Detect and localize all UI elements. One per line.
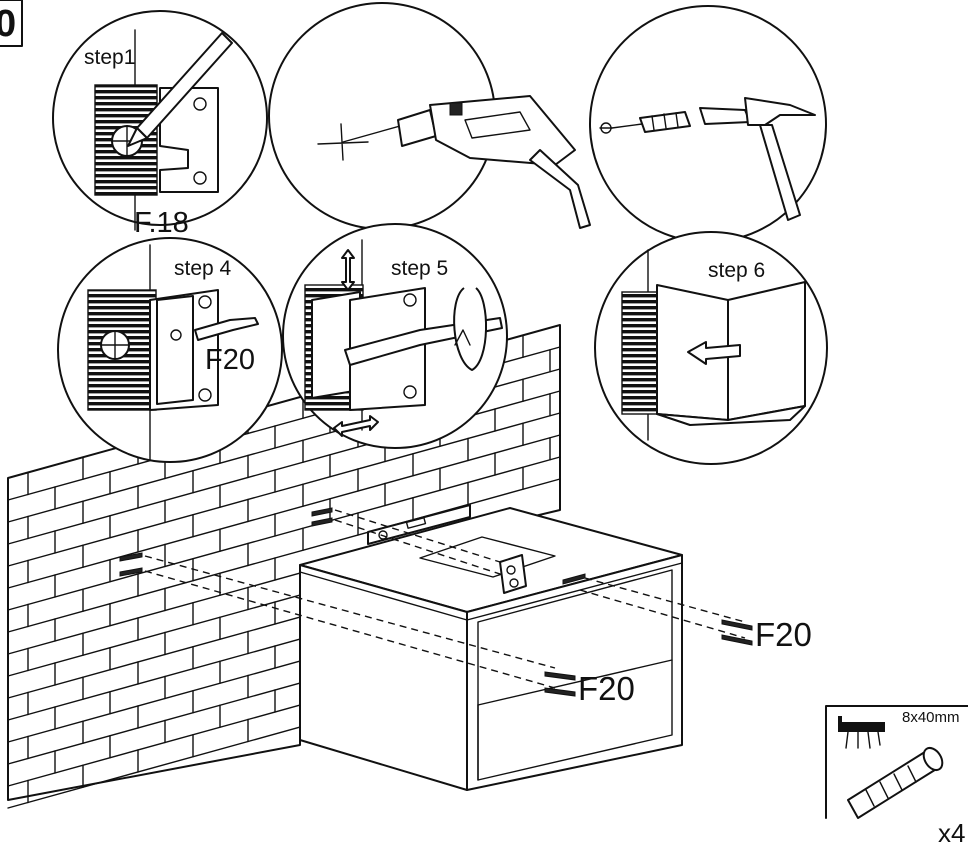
step1-part-code: F.18 [134, 207, 189, 239]
step5-detail: step 5 [282, 223, 508, 449]
step4-detail: step 4 F20 [57, 237, 283, 463]
callout-f20-front: F20 [578, 670, 635, 707]
cabinet [299, 507, 683, 791]
step4-label: step 4 [174, 257, 232, 280]
wall-anchor-icon [847, 746, 944, 819]
screw-f20-front [544, 671, 576, 697]
wall-screws [119, 507, 333, 577]
hardware-size-label: 8x40mm [902, 709, 960, 726]
step6-detail: step 6 [594, 231, 828, 465]
page-number: 0 [0, 3, 16, 45]
spirit-level [367, 504, 471, 545]
screw-icon [838, 716, 885, 749]
step1-detail: step1 F.18 [52, 10, 268, 239]
screw-f20-right [721, 619, 753, 646]
step4-part-code: F20 [205, 344, 255, 376]
alignment-dashes [144, 509, 746, 689]
hanger-bracket [499, 554, 586, 594]
step2-detail [268, 2, 591, 230]
page-number-box: 0 [0, 0, 23, 47]
hardware-box: 8x40mm x4 [825, 705, 968, 848]
callout-f20-right: F20 [755, 616, 812, 653]
step3-detail [589, 5, 827, 243]
step6-label: step 6 [708, 259, 765, 282]
step1-label: step1 [84, 46, 135, 69]
step5-label: step 5 [391, 257, 448, 280]
hardware-quantity: x4 [938, 818, 965, 848]
